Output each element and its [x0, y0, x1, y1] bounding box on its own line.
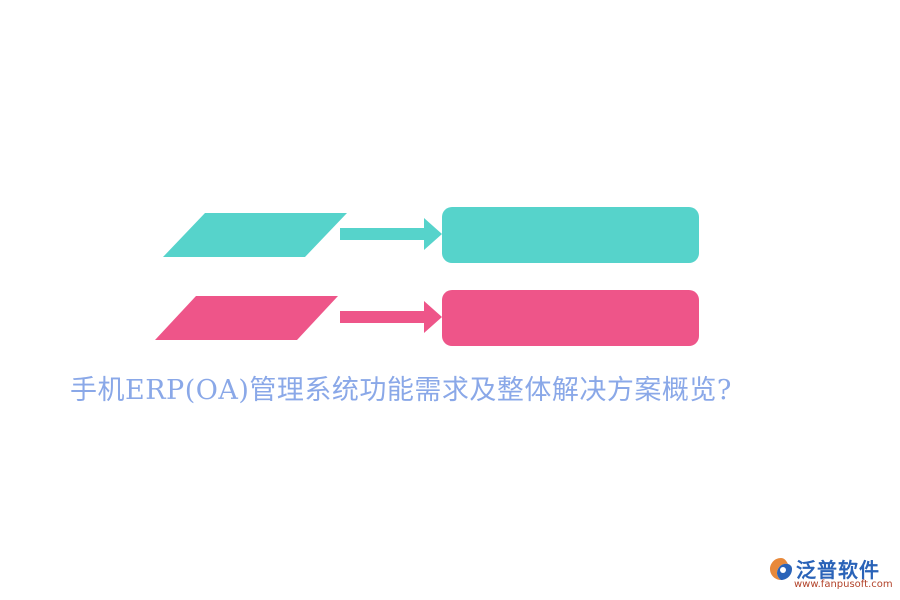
pink-arrow: [340, 301, 442, 333]
page-title: 手机ERP(OA)管理系统功能需求及整体解决方案概览?: [70, 375, 732, 406]
logo-name: 泛普软件: [796, 558, 880, 582]
pink-parallelogram: [155, 296, 338, 340]
logo-url: www.fanpusoft.com: [794, 579, 893, 590]
fanpu-logo: 泛普软件 www.fanpusoft.com: [768, 552, 893, 596]
teal-arrow: [340, 218, 442, 250]
teal-rounded-box: [442, 207, 699, 263]
fanpu-logo-icon: [770, 558, 792, 580]
pink-rounded-box: [442, 290, 699, 346]
teal-parallelogram: [163, 213, 347, 257]
